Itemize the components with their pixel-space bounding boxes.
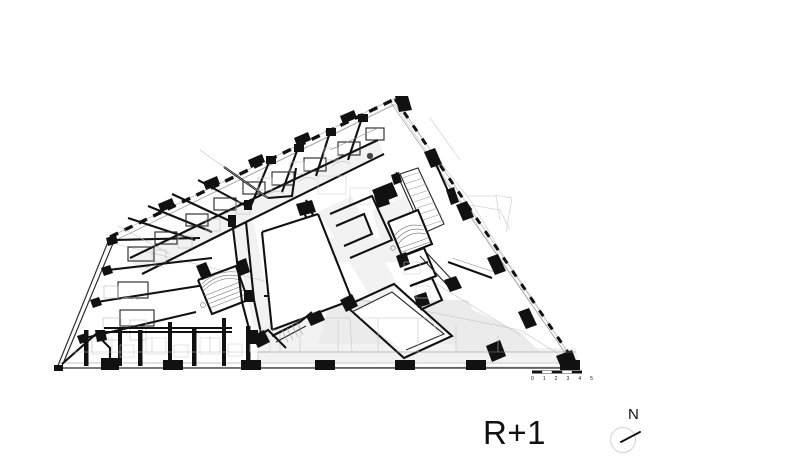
west-apartments — [61, 166, 271, 366]
page-title: R+1 — [483, 414, 546, 451]
scale-tick-0: 0 — [531, 376, 534, 382]
scale-bar: 0 1 2 3 4 5 — [531, 367, 593, 387]
sw-wall-segments — [54, 235, 118, 371]
scale-tick-1: 1 — [542, 376, 546, 382]
scale-tick-5: 5 — [590, 376, 593, 382]
north-arrow-icon — [610, 427, 641, 453]
misc-detail-lines — [117, 117, 501, 255]
southeast-wing — [340, 251, 506, 362]
nw-wall-segments — [158, 110, 357, 212]
scale-tick-4: 4 — [578, 376, 582, 382]
stair-fan-west — [196, 258, 250, 316]
core-block-central — [329, 182, 444, 311]
north-apartments — [158, 110, 385, 223]
scale-tick-2: 2 — [554, 376, 558, 382]
scale-tick-3: 3 — [566, 376, 570, 382]
ne-wall-segments — [395, 96, 578, 370]
north-label: N — [628, 406, 639, 423]
terrace-south — [72, 310, 576, 353]
scale-bar-ticks: 0 1 2 3 4 5 — [531, 376, 593, 386]
scale-bar-graphic — [532, 370, 582, 374]
north-arrow: N — [606, 406, 660, 460]
